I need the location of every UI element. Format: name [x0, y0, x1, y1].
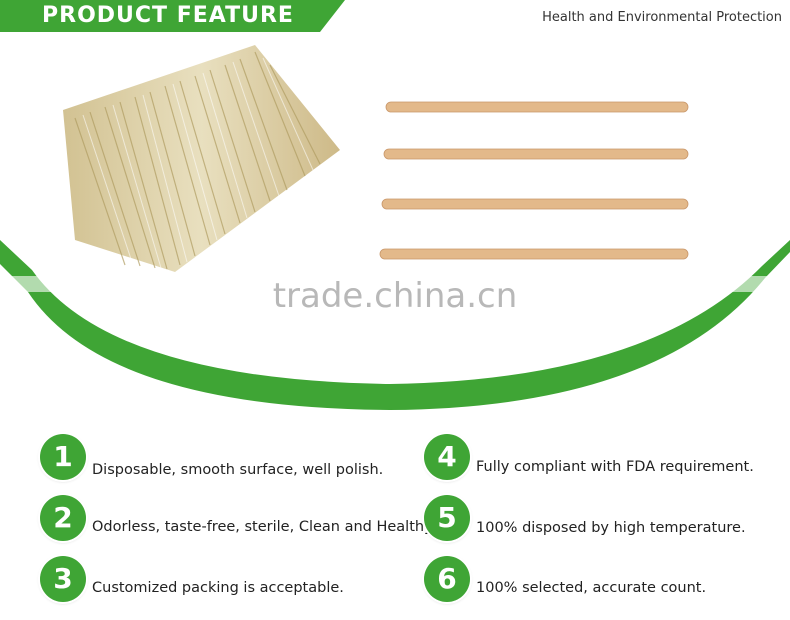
number-badge: 6	[424, 556, 470, 602]
number-badge: 5	[424, 495, 470, 541]
feature-text: Customized packing is acceptable.	[92, 580, 344, 596]
banner-title: PRODUCT FEATURE	[42, 3, 294, 28]
number-badge: 2	[40, 495, 86, 541]
feature-text: Odorless, taste-free, sterile, Clean and…	[92, 519, 436, 535]
number-badge: 3	[40, 556, 86, 602]
feature-text: 100% disposed by high temperature.	[476, 520, 746, 536]
bundle-photo	[63, 45, 340, 272]
watermark: trade.china.cn	[272, 276, 518, 316]
feature-text: 100% selected, accurate count.	[476, 580, 707, 596]
green-arc-decoration	[0, 240, 790, 410]
sticks-illustration	[379, 101, 689, 260]
number-badge: 4	[424, 434, 470, 480]
number-badge: 1	[40, 434, 86, 480]
header-banner	[0, 0, 345, 32]
tagline: Health and Environmental Protection	[542, 10, 782, 25]
feature-text: Fully compliant with FDA requirement.	[476, 459, 754, 475]
feature-text: Disposable, smooth surface, well polish.	[92, 462, 384, 478]
